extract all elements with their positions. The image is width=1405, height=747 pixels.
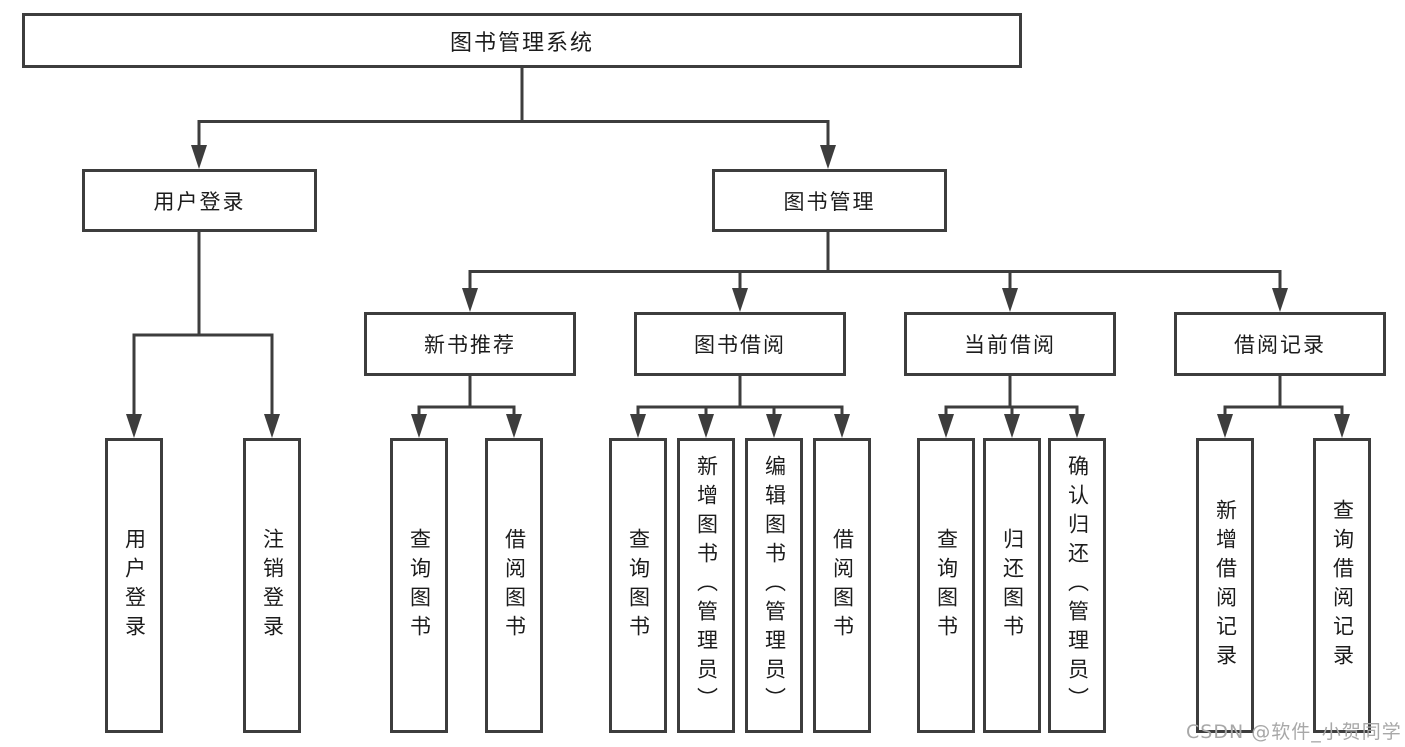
node-current-borrowing: 当前借阅 [904, 312, 1116, 376]
node-label: 图书管理 [783, 189, 876, 214]
node-label: 新增图书（管理员） [694, 455, 719, 716]
node-edit-book-admin: 编辑图书（管理员） [745, 438, 803, 733]
arrowheads [126, 145, 1350, 438]
node-label: 确认归还（管理员） [1065, 455, 1090, 716]
node-logout: 注销登录 [243, 438, 301, 733]
node-label: 编辑图书（管理员） [762, 455, 787, 716]
node-add-borrow-record: 新增借阅记录 [1196, 438, 1254, 733]
node-label: 注销登录 [260, 527, 285, 644]
node-library-management-system: 图书管理系统 [22, 13, 1022, 68]
node-label: 新增借阅记录 [1213, 498, 1238, 673]
node-query-books-borrowing: 查询图书 [609, 438, 667, 733]
node-label: 查询借阅记录 [1330, 498, 1355, 673]
node-borrow-books: 借阅图书 [813, 438, 871, 733]
node-label: 借阅图书 [830, 527, 855, 644]
node-label: 新书推荐 [424, 333, 516, 357]
node-query-books-recommend: 查询图书 [390, 438, 448, 733]
node-borrowing-records: 借阅记录 [1174, 312, 1386, 376]
node-query-borrow-record: 查询借阅记录 [1313, 438, 1371, 733]
node-query-books-current: 查询图书 [917, 438, 975, 733]
node-return-books: 归还图书 [983, 438, 1041, 733]
node-label: 查询图书 [934, 527, 959, 644]
node-add-book-admin: 新增图书（管理员） [677, 438, 735, 733]
node-borrow-books-recommend: 借阅图书 [485, 438, 543, 733]
node-book-management-branch: 图书管理 [712, 169, 947, 232]
node-label: 归还图书 [1000, 527, 1025, 644]
node-label: 用户登录 [153, 189, 246, 214]
node-label: 查询图书 [407, 527, 432, 644]
node-book-borrowing: 图书借阅 [634, 312, 846, 376]
node-label: 当前借阅 [964, 333, 1056, 357]
node-label: 图书管理系统 [449, 30, 594, 56]
node-label: 借阅记录 [1234, 333, 1326, 357]
node-label: 图书借阅 [694, 333, 786, 357]
node-user-login: 用户登录 [105, 438, 163, 733]
node-new-book-recommend: 新书推荐 [364, 312, 576, 376]
node-confirm-return-admin: 确认归还（管理员） [1048, 438, 1106, 733]
node-label: 用户登录 [122, 527, 147, 644]
node-label: 借阅图书 [502, 527, 527, 644]
csdn-watermark: CSDN @软件_小贺同学 [1186, 721, 1402, 743]
node-user-login-branch: 用户登录 [82, 169, 317, 232]
node-label: 查询图书 [626, 527, 651, 644]
